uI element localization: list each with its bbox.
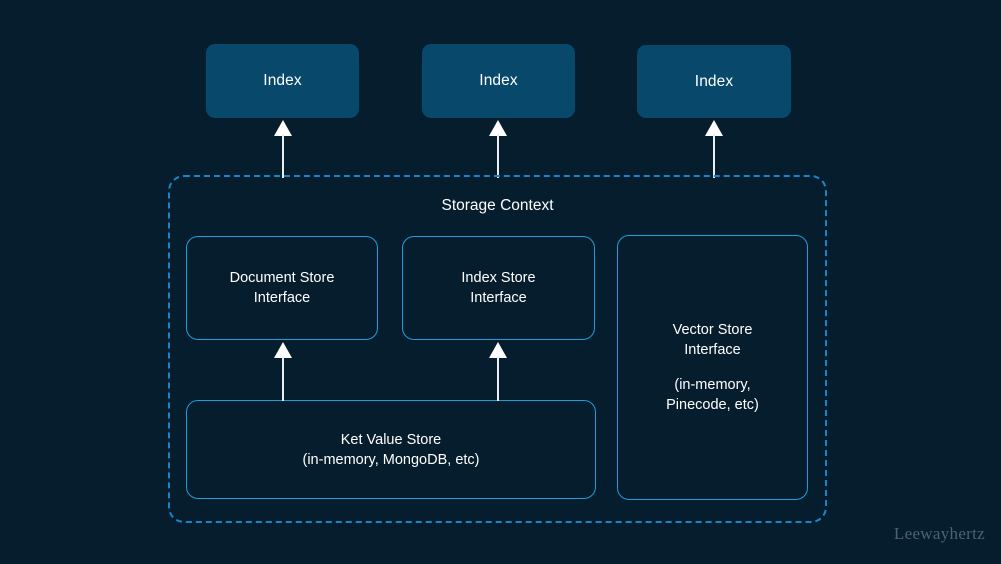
index-box-1-label: Index bbox=[263, 72, 302, 89]
vector-store-line-2: Interface bbox=[684, 341, 741, 358]
index-box-3-label: Index bbox=[694, 72, 734, 90]
index-box-1: Index bbox=[206, 44, 359, 118]
index-store-line-2: Interface bbox=[470, 290, 527, 306]
arrowhead-icon bbox=[489, 120, 507, 136]
key-value-store-box: Ket Value Store (in-memory, MongoDB, etc… bbox=[186, 400, 596, 499]
watermark: Leewayhertz bbox=[893, 524, 985, 543]
arrow-storage-to-index-1 bbox=[274, 120, 292, 178]
key-value-store-line-2: (in-memory, MongoDB, etc) bbox=[302, 451, 480, 468]
vector-store-line-3: (in-memory, bbox=[674, 377, 751, 394]
arrow-shaft bbox=[497, 134, 499, 178]
index-store-line-1: Index Store bbox=[461, 270, 536, 286]
arrowhead-icon bbox=[274, 342, 292, 358]
arrow-shaft bbox=[282, 134, 284, 178]
storage-context-container: Storage Context bbox=[168, 175, 827, 523]
index-store-interface-box: Index Store Interface bbox=[402, 236, 595, 340]
arrow-kvstore-to-index-store bbox=[489, 342, 507, 401]
vector-store-line-1: Vector Store bbox=[672, 321, 753, 338]
arrow-shaft bbox=[713, 134, 715, 178]
storage-context-title: Storage Context bbox=[441, 197, 554, 214]
index-box-2-label: Index bbox=[479, 72, 518, 89]
arrow-kvstore-to-document-store bbox=[274, 342, 292, 401]
arrow-shaft bbox=[497, 356, 499, 401]
arrow-storage-to-index-2 bbox=[489, 120, 507, 178]
vector-store-line-4: Pinecode, etc) bbox=[666, 397, 759, 414]
index-box-2: Index bbox=[422, 44, 575, 118]
arrow-shaft bbox=[282, 356, 284, 401]
arrowhead-icon bbox=[489, 342, 507, 358]
arrow-storage-to-index-3 bbox=[705, 120, 723, 178]
document-store-line-2: Interface bbox=[253, 290, 311, 306]
document-store-interface-box: Document Store Interface bbox=[186, 236, 378, 340]
index-box-3: Index bbox=[637, 45, 791, 118]
vector-store-spacer bbox=[666, 360, 759, 376]
arrowhead-icon bbox=[705, 120, 723, 136]
vector-store-interface-box: Vector Store Interface (in-memory, Pinec… bbox=[617, 235, 808, 500]
key-value-store-line-1: Ket Value Store bbox=[340, 431, 442, 448]
document-store-line-1: Document Store bbox=[229, 270, 335, 286]
arrowhead-icon bbox=[274, 120, 292, 136]
